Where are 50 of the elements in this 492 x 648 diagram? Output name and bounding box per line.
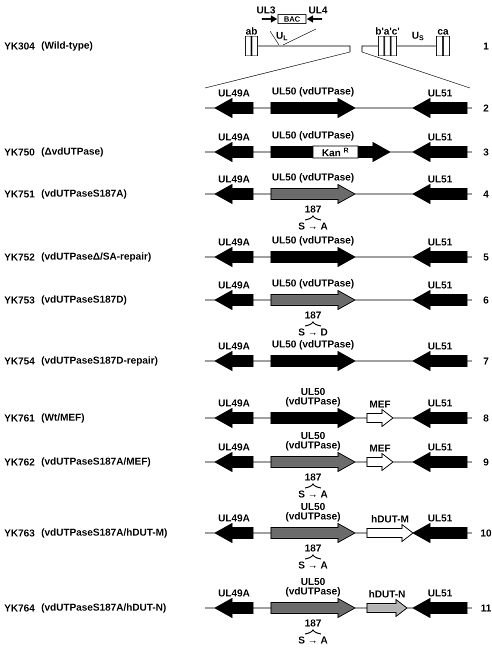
genotype-label: (vdUTPaseS187D) <box>42 295 126 305</box>
residue-number: 187 <box>305 544 321 552</box>
row-number: 3 <box>483 148 488 156</box>
genotype-label: (vdUTPaseΔ/SA-repair) <box>42 252 151 262</box>
mutation-label: S → A <box>298 490 328 498</box>
node-label: ca <box>438 29 449 35</box>
repeat-box: ab <box>245 27 258 56</box>
row-number: 9 <box>484 458 488 466</box>
row-number: 11 <box>481 604 491 612</box>
mutation-label: S → D <box>298 328 328 336</box>
repeat-box: b'a'c' <box>376 27 400 56</box>
node-label: ab <box>246 27 257 35</box>
strain-label: YK762 <box>4 458 34 466</box>
row-number: 5 <box>484 254 488 260</box>
row-number: 1 <box>484 42 488 50</box>
genotype-label: (Wt/MEF) <box>42 413 84 423</box>
genotype-label: (vdUTPaseS187A) <box>42 189 126 199</box>
genotype-label: (vdUTPaseS187A/MEF) <box>42 457 150 467</box>
row-number: 2 <box>484 104 488 112</box>
mutation-label: S → A <box>298 222 328 230</box>
repeat-box: ca <box>436 29 450 56</box>
residue-number: 187 <box>305 473 321 481</box>
genotype-label: (vdUTPaseS187D-repair) <box>42 356 158 366</box>
strain-label: YK763 <box>4 529 34 537</box>
mutation-label: S → A <box>298 636 328 644</box>
residue-number: 187 <box>305 619 321 627</box>
residue-number: 187 <box>305 311 321 319</box>
genotype-label: (vdUTPaseS187A/hDUT-M) <box>42 528 167 538</box>
marker-box: Kan $^{R}$ <box>312 146 358 158</box>
genotype-label: (Wild-type) <box>42 41 92 51</box>
region-label: U$_{L}$ <box>276 32 288 40</box>
row-number: 6 <box>484 296 488 304</box>
residue-number: 187 <box>305 205 321 213</box>
strain-label: YK751 <box>4 190 34 198</box>
row-number: 7 <box>484 358 488 364</box>
row-number: 10 <box>481 529 492 537</box>
strain-label: YK764 <box>4 604 35 612</box>
row-number: 8 <box>484 414 488 422</box>
region-label: U$_{S}$ <box>412 32 424 40</box>
strain-label: YK754 <box>4 358 35 364</box>
strain-label: YK752 <box>4 253 34 261</box>
row-number: 4 <box>483 190 489 198</box>
node-label: b'a'c' <box>376 27 400 35</box>
strain-label: YK753 <box>4 296 34 304</box>
strain-label: YK304 <box>4 42 35 50</box>
genotype-label: (vdUTPaseS187A/hDUT-N) <box>42 603 166 613</box>
genotype-label: (ΔvdUTPase) <box>42 147 103 157</box>
strain-label: YK761 <box>4 414 34 422</box>
mutation-label: S → A <box>298 561 328 569</box>
strain-label: YK750 <box>4 148 34 156</box>
